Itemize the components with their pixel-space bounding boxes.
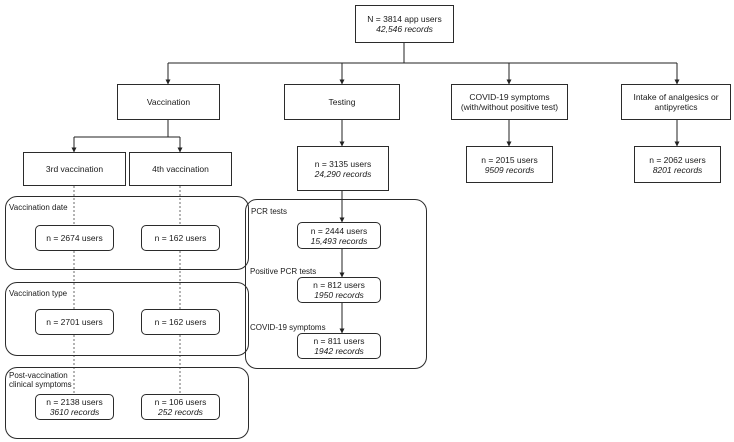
top-users: N = 3814 app users <box>367 14 442 24</box>
positive-users: n = 812 users <box>313 280 365 290</box>
group-vaccination-type <box>5 282 249 356</box>
pcr-records: 15,493 records <box>310 235 368 246</box>
box-post-4th: n = 106 users 252 records <box>141 394 220 420</box>
label-vaccination-date: Vaccination date <box>9 203 68 212</box>
testing-symptoms-records: 1942 records <box>314 346 364 356</box>
symptoms-total-users: n = 2015 users <box>481 154 538 165</box>
category-analgesics-line1: Intake of analgesics or <box>633 92 719 102</box>
group-post-vaccination <box>5 367 249 439</box>
label-pcr-tests: PCR tests <box>251 207 288 216</box>
post-4th-records: 252 records <box>158 407 203 417</box>
type-4th-users: n = 162 users <box>154 317 207 327</box>
box-symptoms-total: n = 2015 users 9509 records <box>466 146 553 183</box>
post-3rd-users: n = 2138 users <box>46 397 103 407</box>
top-records: 42,546 records <box>376 24 433 34</box>
group-testing-detail <box>245 199 427 369</box>
testing-total-records: 24,290 records <box>314 168 372 179</box>
box-3rd-vaccination: 3rd vaccination <box>23 152 126 186</box>
analgesics-total-records: 8201 records <box>652 164 703 175</box>
category-testing: Testing <box>284 84 400 120</box>
category-vaccination: Vaccination <box>117 84 220 120</box>
category-symptoms-line2: (with/without positive test) <box>460 102 559 112</box>
analgesics-total-users: n = 2062 users <box>649 154 706 165</box>
box-type-4th: n = 162 users <box>141 309 220 335</box>
post-4th-users: n = 106 users <box>154 397 207 407</box>
label-covid-symptoms-testing: COVID-19 symptoms <box>250 323 326 332</box>
label-positive-pcr: Positive PCR tests <box>250 267 317 276</box>
date-4th-users: n = 162 users <box>154 233 207 243</box>
category-testing-label: Testing <box>328 97 356 107</box>
type-3rd-users: n = 2701 users <box>46 317 103 327</box>
category-analgesics-line2: antipyretics <box>654 102 698 112</box>
date-3rd-users: n = 2674 users <box>46 233 103 243</box>
post-3rd-records: 3610 records <box>49 407 100 417</box>
symptoms-total-records: 9509 records <box>484 164 535 175</box>
category-vaccination-label: Vaccination <box>146 97 191 107</box>
testing-symptoms-users: n = 811 users <box>313 336 365 346</box>
box-positive-pcr: n = 812 users 1950 records <box>297 277 381 303</box>
testing-total-users: n = 3135 users <box>314 158 372 169</box>
top-total-box: N = 3814 app users 42,546 records <box>355 5 454 43</box>
positive-records: 1950 records <box>314 290 364 300</box>
label-4th-vaccination: 4th vaccination <box>152 164 209 174</box>
box-4th-vaccination: 4th vaccination <box>129 152 232 186</box>
category-analgesics: Intake of analgesics or antipyretics <box>621 84 731 120</box>
box-analgesics-total: n = 2062 users 8201 records <box>634 146 721 183</box>
box-type-3rd: n = 2701 users <box>35 309 114 335</box>
label-3rd-vaccination: 3rd vaccination <box>45 164 104 174</box>
box-date-4th: n = 162 users <box>141 225 220 251</box>
label-post-vaccination-2: clinical symptoms <box>9 380 72 389</box>
box-date-3rd: n = 2674 users <box>35 225 114 251</box>
pcr-users: n = 2444 users <box>310 225 368 236</box>
label-vaccination-type: Vaccination type <box>9 289 68 298</box>
box-testing-symptoms: n = 811 users 1942 records <box>297 333 381 359</box>
label-post-vaccination-1: Post-vaccination <box>9 371 68 380</box>
box-post-3rd: n = 2138 users 3610 records <box>35 394 114 420</box>
category-covid-symptoms: COVID-19 symptoms (with/without positive… <box>451 84 568 120</box>
box-testing-total: n = 3135 users 24,290 records <box>297 146 389 191</box>
box-pcr-tests: n = 2444 users 15,493 records <box>297 222 381 249</box>
group-vaccination-date <box>5 196 249 270</box>
category-symptoms-line1: COVID-19 symptoms <box>469 92 550 102</box>
